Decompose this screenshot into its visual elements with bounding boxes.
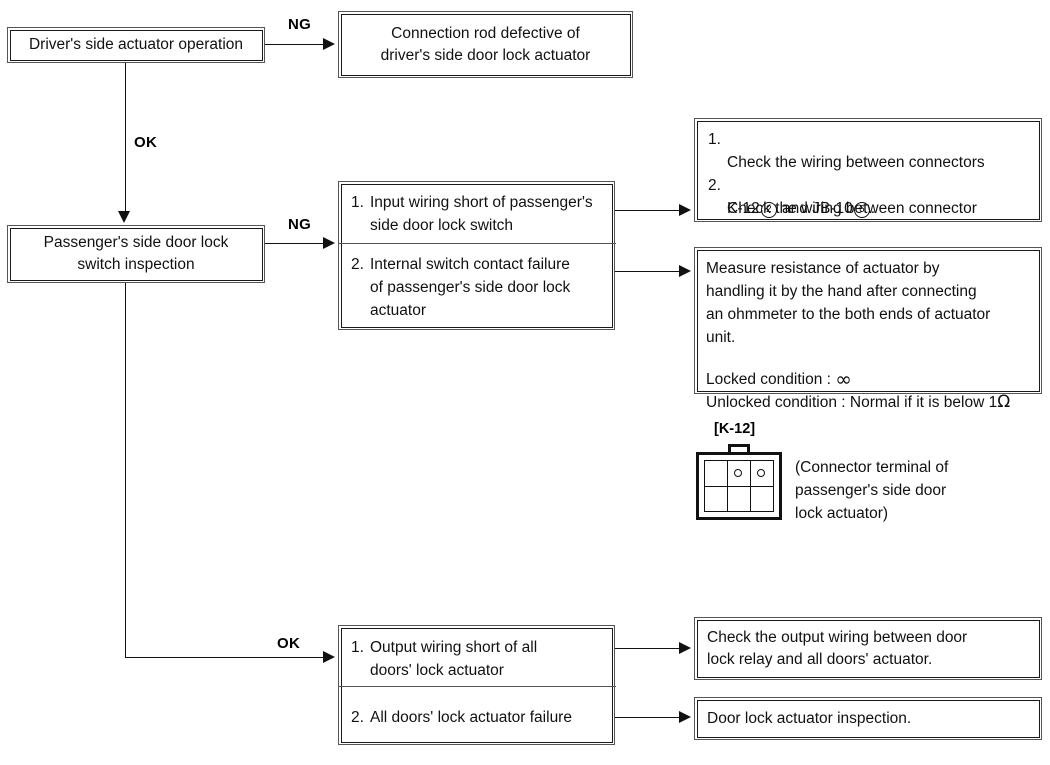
edge-ng-middle-line: [265, 243, 325, 244]
edge-label-ng-top: NG: [288, 16, 312, 33]
measure-instruction-paragraph: Measure resistance of actuator by handli…: [706, 260, 991, 346]
connector-caption: (Connector terminal of passenger's side …: [795, 459, 949, 522]
node-label-wrap: Passenger's side door lock switch inspec…: [8, 226, 264, 282]
action-label: Check the output wiring between door loc…: [707, 628, 968, 668]
node-connection-rod-defective[interactable]: Connection rod defective of driver's sid…: [338, 11, 633, 78]
node-border-inner: [340, 13, 631, 76]
edge-cause4-to-inspection-arrowhead: [679, 710, 691, 723]
check-wiring-number: 2.: [708, 177, 721, 194]
edge-ng-middle-arrowhead: [323, 236, 335, 249]
cause-text: Internal switch contact failure of passe…: [370, 256, 571, 319]
causes-box-border-inner: [340, 627, 613, 743]
edge-cause3-to-check-output-arrowhead: [679, 641, 691, 654]
edge-cause2-to-measure-line: [615, 271, 681, 272]
cause-item-output-wiring-short[interactable]: 1. Output wiring short of all doors' loc…: [351, 636, 609, 682]
cause-number: 2.: [351, 256, 364, 273]
action-door-lock-inspection-box[interactable]: Door lock actuator inspection.: [694, 697, 1042, 740]
node-label-wrap: Driver's side actuator operation: [8, 28, 264, 62]
cause-number: 1.: [351, 639, 364, 656]
cause-item-input-wiring-short[interactable]: 1. Input wiring short of passenger's sid…: [351, 191, 609, 237]
action-box-border-inner: [696, 249, 1040, 392]
causes-box-bottom-divider: [339, 686, 616, 687]
check-wiring-item-1: 1. Check the wiring between connectors K…: [708, 128, 1034, 220]
action-measure-resistance-box[interactable]: [694, 247, 1042, 394]
cause-text: All doors' lock actuator failure: [370, 709, 572, 726]
infinity-symbol: ∞: [835, 367, 852, 391]
measure-unlocked-condition: Unlocked condition : Normal if it is bel…: [706, 368, 1046, 414]
edge-ng-top-line: [265, 44, 325, 45]
action-box-border-inner: [696, 619, 1040, 678]
unlocked-condition-label: Unlocked condition : Normal if it is bel…: [706, 394, 998, 411]
check-wiring-item1-connector-a: K-12: [727, 200, 760, 217]
action-label-wrap: Check the output wiring between door loc…: [695, 618, 1041, 679]
action-box-border-inner: [696, 699, 1040, 738]
cause-item-all-doors-actuator-failure[interactable]: 2. All doors' lock actuator failure: [351, 706, 609, 729]
check-wiring-number: 1.: [708, 131, 721, 148]
circled-number-2: 2: [760, 202, 777, 218]
node-drivers-actuator-operation[interactable]: Driver's side actuator operation: [7, 27, 265, 63]
causes-box-divider: [339, 243, 616, 244]
edge-ok-bottom-arrowhead: [323, 650, 335, 663]
node-passenger-switch-inspection[interactable]: Passenger's side door lock switch inspec…: [7, 225, 265, 283]
edge-cause2-to-measure-arrowhead: [679, 264, 691, 277]
connector-pin-middle-icon: [734, 469, 742, 477]
action-label: Door lock actuator inspection.: [707, 709, 912, 727]
connector-symbol: [696, 444, 786, 524]
connector-tab-icon: [728, 444, 750, 454]
action-box-border-inner: [696, 120, 1040, 220]
node-label: Connection rod defective of driver's sid…: [380, 24, 591, 64]
node-border-inner: [9, 227, 263, 281]
ohm-symbol: Ω: [997, 392, 1011, 412]
edge-label-ok-bottom: OK: [277, 635, 301, 652]
action-label-wrap: Door lock actuator inspection.: [695, 698, 1041, 739]
edge-ok-bottom-horizontal: [125, 657, 325, 658]
connector-grid-line-h1: [704, 486, 774, 487]
check-wiring-item2-line1: Check the wiring between connector: [727, 200, 977, 217]
causes-box-border-inner: [340, 183, 613, 328]
edge-ok-top-arrowhead: [118, 211, 130, 223]
connector-tag-label: [K-12]: [714, 421, 756, 437]
cause-number: 1.: [351, 194, 364, 211]
connector-pin-right-icon: [757, 469, 765, 477]
edge-cause1-to-check-wiring-line: [615, 210, 681, 211]
edge-ng-top-arrowhead: [323, 37, 335, 50]
node-label: Driver's side actuator operation: [28, 36, 244, 53]
cause-text: Input wiring short of passenger's side d…: [370, 194, 593, 234]
node-label: Passenger's side door lock switch inspec…: [43, 234, 229, 273]
check-wiring-item1-end: .: [870, 200, 876, 217]
cause-text: Output wiring short of all doors' lock a…: [370, 639, 538, 679]
locked-condition-label: Locked condition :: [706, 371, 836, 388]
measure-locked-condition: Locked condition : ∞: [706, 345, 1036, 391]
check-wiring-item1-line1: Check the wiring between connectors: [727, 154, 985, 171]
circled-number-6: 6: [853, 202, 870, 218]
edge-label-ng-middle: NG: [288, 216, 312, 233]
node-border-inner: [9, 29, 263, 61]
edge-cause3-to-check-output-line: [615, 648, 681, 649]
edge-ok-top-line: [125, 63, 126, 213]
node-label-wrap: Connection rod defective of driver's sid…: [339, 12, 632, 77]
causes-box-bottom: [338, 625, 616, 745]
edge-label-ok-top: OK: [134, 134, 158, 151]
cause-number: 2.: [351, 709, 364, 726]
cause-item-internal-switch-failure[interactable]: 2. Internal switch contact failure of pa…: [351, 253, 609, 322]
edge-ok-bottom-vertical: [125, 283, 126, 658]
causes-box-middle: [338, 181, 616, 330]
check-wiring-item1-mid: and JB-10: [777, 200, 853, 217]
action-check-output-wiring-box[interactable]: Check the output wiring between door loc…: [694, 617, 1042, 680]
edge-cause4-to-inspection-line: [615, 717, 681, 718]
edge-cause1-to-check-wiring-arrowhead: [679, 203, 691, 216]
